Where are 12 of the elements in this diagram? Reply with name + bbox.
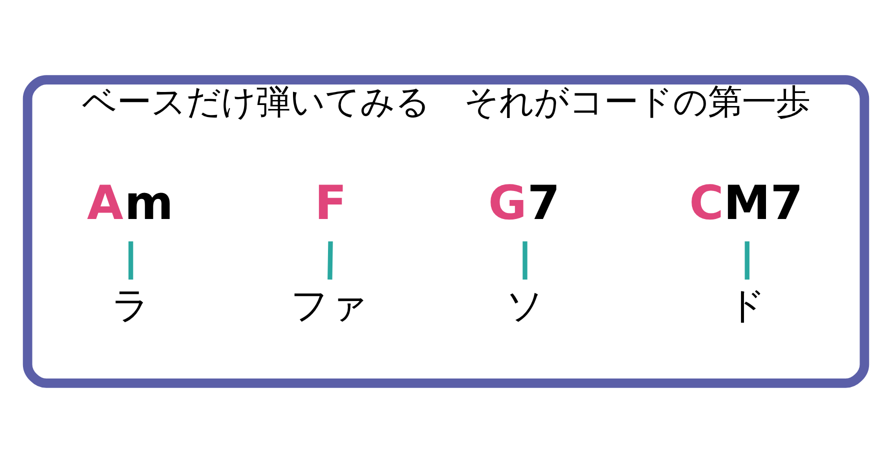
node-text: F xyxy=(314,175,347,230)
connector xyxy=(128,240,134,280)
node-text: Am xyxy=(87,175,174,230)
node-text: ラ xyxy=(111,282,150,326)
node-text: G7 xyxy=(488,175,560,230)
node-text: ソ xyxy=(505,282,544,326)
connector xyxy=(522,240,528,280)
node-text: CM7 xyxy=(689,175,803,230)
connector xyxy=(328,240,333,280)
connector xyxy=(744,240,750,280)
node-text: ファ xyxy=(290,282,368,326)
node-text: ド xyxy=(728,282,767,326)
